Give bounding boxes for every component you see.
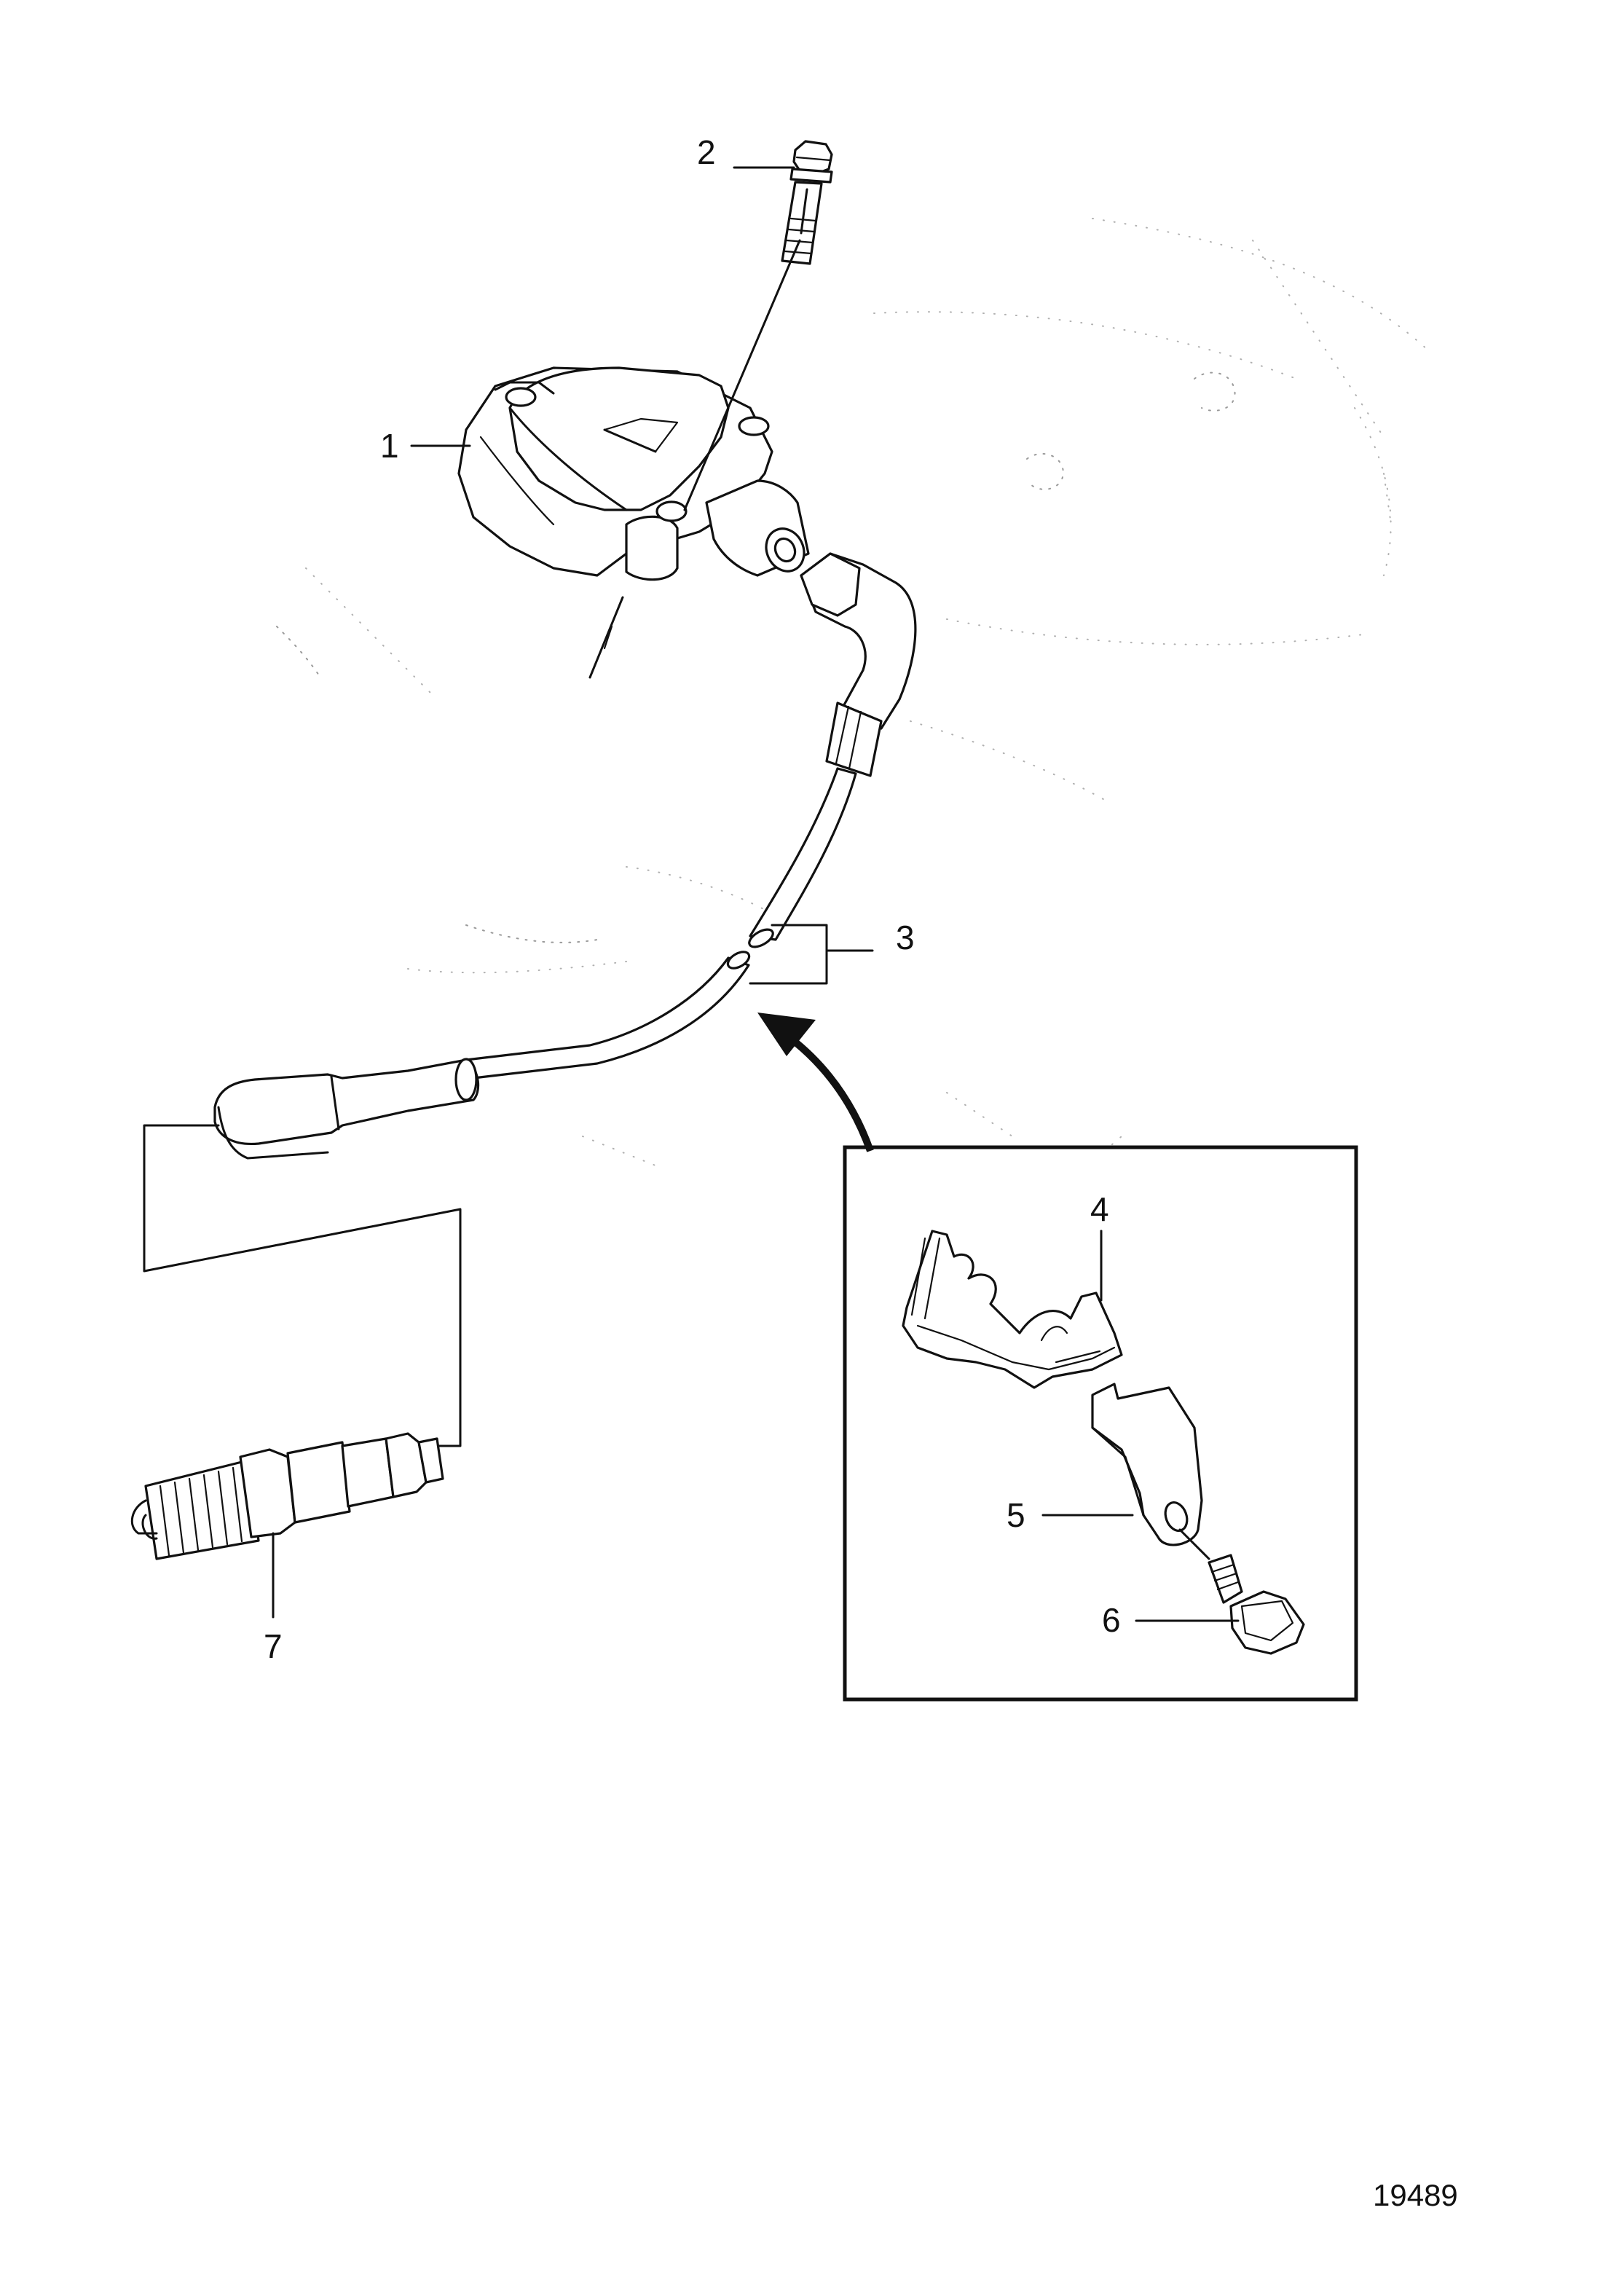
- boot-to-plug-line: [143, 1124, 462, 1447]
- screw-part-6: [1135, 1528, 1305, 1655]
- ignition-lead-part-3: [213, 552, 917, 1160]
- callout-label-7: 7: [264, 1627, 283, 1665]
- callout-label-4: 4: [1090, 1190, 1109, 1228]
- callout-label-1: 1: [380, 427, 399, 465]
- figure-number: 19489: [1373, 2178, 1458, 2212]
- callout-label-5: 5: [1007, 1496, 1025, 1534]
- clip-part-4: [902, 1230, 1123, 1389]
- callout-label-3: 3: [896, 919, 915, 956]
- callout-label-2: 2: [697, 133, 716, 171]
- bracket-detail-inset: [757, 1013, 1358, 1702]
- callout-label-6: 6: [1102, 1601, 1121, 1639]
- spark-plug-part-7: [130, 1432, 444, 1619]
- ignition-coil-part-1: [457, 239, 810, 679]
- bolt-part-2: [781, 140, 833, 265]
- bracket-part-5: [1041, 1383, 1203, 1546]
